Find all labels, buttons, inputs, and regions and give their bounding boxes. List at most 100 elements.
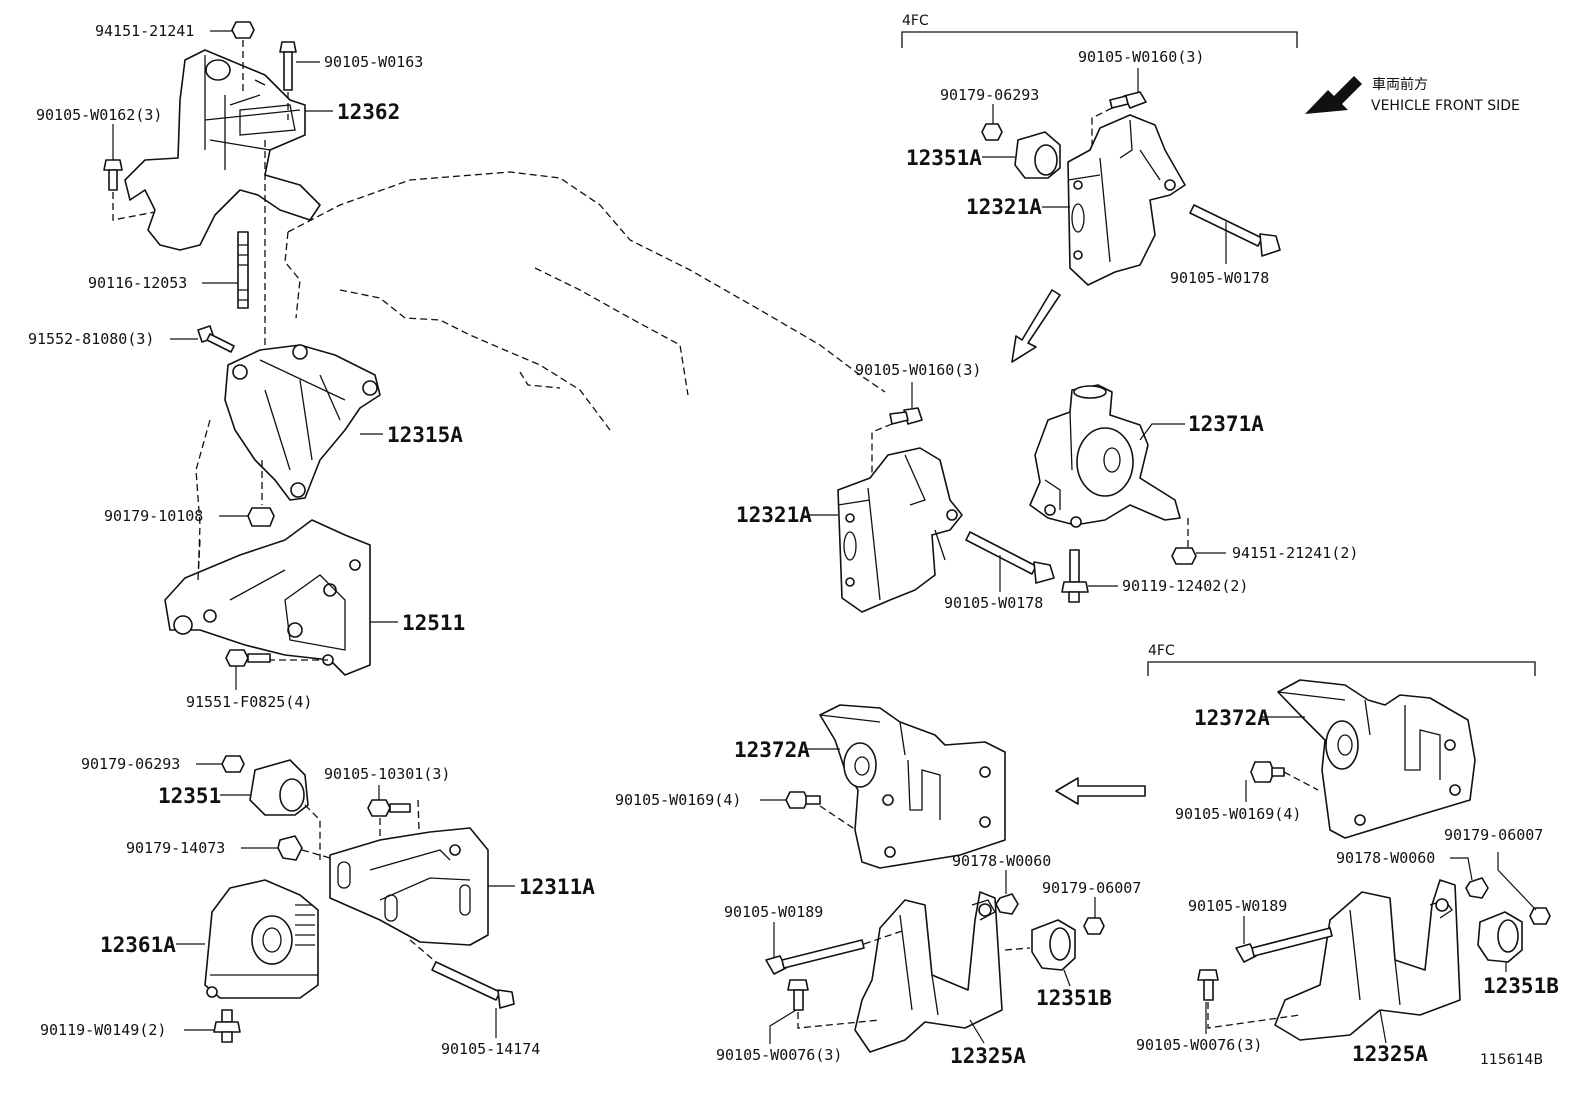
label-90105-W0076-3-right: 90105-W0076(3) xyxy=(1136,1036,1262,1054)
label-90178-W0060-right: 90178-W0060 xyxy=(1336,849,1435,867)
leader-lines xyxy=(112,30,1537,1044)
label-90105-W0163: 90105-W0163 xyxy=(324,53,423,71)
stud-90116-12053 xyxy=(237,140,266,350)
label-91552-81080-3: 91552-81080(3) xyxy=(28,330,154,348)
nut-90179-06293-right xyxy=(981,123,1003,141)
label-vehicle-front-en: VEHICLE FRONT SIDE xyxy=(1371,98,1520,114)
label-90105-W0189-right: 90105-W0189 xyxy=(1188,897,1287,915)
bolt-90105-10301 xyxy=(367,799,421,861)
part-labels: 94151-21241 90105-W0163 90105-W0162(3) 1… xyxy=(28,13,1559,1068)
label-90105-W0162-3: 90105-W0162(3) xyxy=(36,106,162,124)
bushing-12351 xyxy=(249,759,321,860)
label-12315A: 12315A xyxy=(387,423,463,447)
bolt-90105-W0169-mid xyxy=(785,791,857,831)
label-90179-10108: 90179-10108 xyxy=(104,507,203,525)
label-90116-12053: 90116-12053 xyxy=(88,274,187,292)
label-12361A: 12361A xyxy=(100,933,176,957)
bracket-4fc-bottom xyxy=(1147,661,1536,676)
label-vehicle-front-jp: 車両前方 xyxy=(1372,76,1428,93)
bracket-4fc-top xyxy=(901,31,1298,48)
mount-12371A xyxy=(1029,384,1189,548)
mount-12362 xyxy=(124,49,321,251)
label-12351A: 12351A xyxy=(906,146,982,170)
bolt-91551-F0825 xyxy=(225,649,271,667)
label-90105-14174: 90105-14174 xyxy=(441,1040,540,1058)
label-12351: 12351 xyxy=(158,784,221,808)
label-90105-W0076-3-mid: 90105-W0076(3) xyxy=(716,1046,842,1064)
label-91551-F0825-4: 91551-F0825(4) xyxy=(186,693,312,711)
nut-90179-06293-left xyxy=(221,755,245,773)
label-90105-W0189-mid: 90105-W0189 xyxy=(724,903,823,921)
label-12321A-mid: 12321A xyxy=(736,503,812,527)
label-90105-W0160-3-top: 90105-W0160(3) xyxy=(1078,48,1204,66)
bracket-12511 xyxy=(164,519,371,676)
bolt-90105-14174 xyxy=(409,939,515,1009)
label-12511: 12511 xyxy=(402,611,465,635)
nut-90179-10108 xyxy=(247,507,275,527)
label-12325A-right: 12325A xyxy=(1352,1042,1428,1066)
label-4fc-top: 4FC xyxy=(902,13,929,29)
label-12351B-mid: 12351B xyxy=(1036,986,1112,1010)
bolt-90119-W0149 xyxy=(213,1009,241,1043)
nut-90178-W0060-right xyxy=(1465,877,1489,899)
label-94151-21241-2: 94151-21241(2) xyxy=(1232,544,1358,562)
bolt-90119-12402 xyxy=(1061,549,1089,603)
label-90105-W0169-4-right: 90105-W0169(4) xyxy=(1175,805,1301,823)
label-90105-10301-3: 90105-10301(3) xyxy=(324,765,450,783)
label-94151-21241: 94151-21241 xyxy=(95,22,194,40)
bracket-12315A xyxy=(224,344,381,505)
bushing-12351B-mid xyxy=(1031,919,1076,971)
bolt-90105-W0162 xyxy=(103,159,156,221)
label-90105-W0169-4-mid: 90105-W0169(4) xyxy=(615,791,741,809)
label-90178-W0060-mid: 90178-W0060 xyxy=(952,852,1051,870)
nut-94151-21241 xyxy=(231,21,255,95)
label-4fc-bottom: 4FC xyxy=(1148,643,1175,659)
label-90179-14073: 90179-14073 xyxy=(126,839,225,857)
bolt-90105-W0076-mid xyxy=(787,979,881,1029)
nut-90178-W0060-mid xyxy=(995,893,1019,915)
bolt-90105-W0178-mid xyxy=(965,531,1055,584)
mount-12372A-right xyxy=(1277,679,1476,839)
label-90179-06007-right: 90179-06007 xyxy=(1444,826,1543,844)
label-12325A-mid: 12325A xyxy=(950,1044,1026,1068)
mount-12361A xyxy=(204,879,319,999)
label-12321A-top: 12321A xyxy=(966,195,1042,219)
bolt-91552-81080 xyxy=(197,325,235,353)
mount-12372A-mid xyxy=(819,704,1006,869)
bushing-12351B-right xyxy=(1477,911,1523,963)
label-90119-12402-2: 90119-12402(2) xyxy=(1122,577,1248,595)
label-90105-W0160-3-mid: 90105-W0160(3) xyxy=(855,361,981,379)
label-12372A-right: 12372A xyxy=(1194,706,1270,730)
mount-12321A-mid xyxy=(837,447,963,613)
flow-arrow-icon-bottom xyxy=(1055,777,1146,805)
label-90179-06007-mid: 90179-06007 xyxy=(1042,879,1141,897)
label-90105-W0178-top: 90105-W0178 xyxy=(1170,269,1269,287)
label-12372A-mid: 12372A xyxy=(734,738,810,762)
bracket-12325A-right xyxy=(1274,879,1461,1041)
nut-94151-21241-2 xyxy=(1171,547,1197,565)
front-arrow-icon xyxy=(1305,76,1362,114)
label-90179-06293-left: 90179-06293 xyxy=(81,755,180,773)
bolt-90105-W0189-right xyxy=(1235,927,1333,963)
nut-90179-14073 xyxy=(277,835,331,861)
bolt-90105-W0160-top xyxy=(1091,91,1147,165)
label-90179-06293-right: 90179-06293 xyxy=(940,86,1039,104)
label-12371A: 12371A xyxy=(1188,412,1264,436)
bolt-90105-W0076-right xyxy=(1197,969,1301,1029)
bracket-12311A xyxy=(329,827,489,946)
label-90119-W0149-2: 90119-W0149(2) xyxy=(40,1021,166,1039)
bolt-90105-W0163 xyxy=(279,41,297,120)
label-90105-W0178-mid: 90105-W0178 xyxy=(944,594,1043,612)
label-12351B-right: 12351B xyxy=(1483,974,1559,998)
mount-12321A-top xyxy=(1067,114,1186,286)
bolt-90105-W0169-right xyxy=(1250,761,1319,791)
bushing-12351A xyxy=(1014,131,1061,179)
bolt-90105-W0189-mid xyxy=(765,929,906,975)
label-12311A: 12311A xyxy=(519,875,595,899)
label-diagram-id: 115614B xyxy=(1480,1052,1543,1068)
nut-90179-06007-mid xyxy=(1083,917,1105,935)
label-12362: 12362 xyxy=(337,100,400,124)
bracket-12325A-mid xyxy=(854,891,1031,1053)
bolt-90105-W0178-top xyxy=(1189,204,1281,257)
